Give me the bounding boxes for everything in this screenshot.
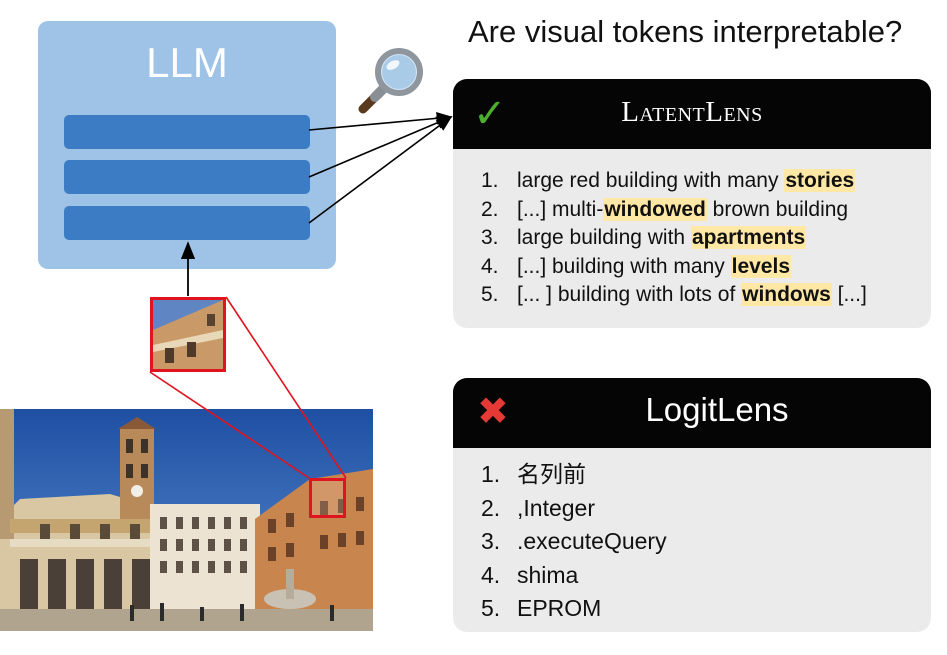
question-heading: Are visual tokens interpretable?	[468, 14, 903, 49]
latent-lens-item: 1. large red building with many stories	[481, 167, 867, 196]
latent-lens-card: ✓ LatentLens 1. large red building with m…	[453, 79, 931, 328]
logit-lens-card: ✖ LogitLens 1. 名列前 2. ,Integer 3. .executeQue…	[453, 378, 931, 632]
logit-lens-item: 2. ,Integer	[481, 492, 667, 526]
item-text: [...] building with many	[517, 254, 731, 278]
piazza-photo	[0, 409, 373, 631]
highlighted-keyword: apartments	[690, 226, 807, 250]
latent-lens-item: 3. large building with apartments	[481, 224, 867, 253]
logit-lens-item: 5. EPROM	[481, 592, 667, 626]
cross-icon: ✖	[477, 391, 509, 433]
latent-lens-item: 5. [... ] building with lots of windows […	[481, 281, 867, 310]
item-number: 4.	[481, 254, 499, 278]
item-number: 3.	[481, 528, 501, 554]
llm-token-bar	[64, 160, 310, 194]
item-number: 1.	[481, 461, 501, 487]
logit-lens-item: 1. 名列前	[481, 458, 667, 492]
logit-lens-title: LogitLens	[645, 391, 789, 428]
latent-lens-list: 1. large red building with many stories 2.…	[481, 167, 867, 310]
item-number: 3.	[481, 226, 499, 250]
item-text: large building with	[517, 226, 691, 250]
patch-marker	[309, 478, 346, 518]
highlighted-keyword: levels	[730, 254, 791, 278]
item-text: brown building	[706, 197, 849, 221]
item-number: 2.	[481, 197, 499, 221]
logit-lens-item: 4. shima	[481, 559, 667, 593]
latent-lens-item: 2. [...] multi-windowed brown building	[481, 196, 867, 225]
item-text: .executeQuery	[517, 528, 667, 554]
check-icon: ✓	[473, 92, 507, 136]
highlighted-keyword: windowed	[603, 197, 707, 221]
item-text: ,Integer	[517, 494, 595, 521]
image-patch	[150, 297, 226, 372]
logit-lens-item: 3. .executeQuery	[481, 525, 667, 559]
item-text: [... ] building with lots of	[517, 283, 742, 307]
llm-title: LLM	[146, 39, 228, 86]
item-text: [...]	[831, 283, 867, 307]
item-number: 1.	[481, 169, 499, 192]
latent-lens-item: 4. [...] building with many levels	[481, 253, 867, 282]
latent-lens-title: LatentLens	[621, 96, 763, 128]
item-text: [...] multi-	[517, 197, 604, 221]
highlighted-keyword: stories	[784, 169, 856, 192]
latent-lens-header: ✓ LatentLens	[453, 79, 931, 149]
item-number: 5.	[481, 283, 499, 307]
item-text: large red building with many	[517, 169, 785, 192]
item-number: 4.	[481, 561, 501, 588]
highlighted-keyword: windows	[741, 283, 832, 307]
logit-lens-list: 1. 名列前 2. ,Integer 3. .executeQuery 4. shima 5. E…	[481, 458, 667, 626]
item-text: EPROM	[517, 595, 602, 621]
item-text: 名列前	[517, 461, 586, 487]
llm-token-bar	[64, 115, 310, 149]
llm-token-bar	[64, 206, 310, 240]
item-number: 2.	[481, 494, 501, 521]
item-number: 5.	[481, 595, 501, 621]
magnifying-glass-icon	[358, 48, 423, 114]
item-text: shima	[517, 561, 579, 588]
logit-lens-header: ✖ LogitLens	[453, 378, 931, 448]
